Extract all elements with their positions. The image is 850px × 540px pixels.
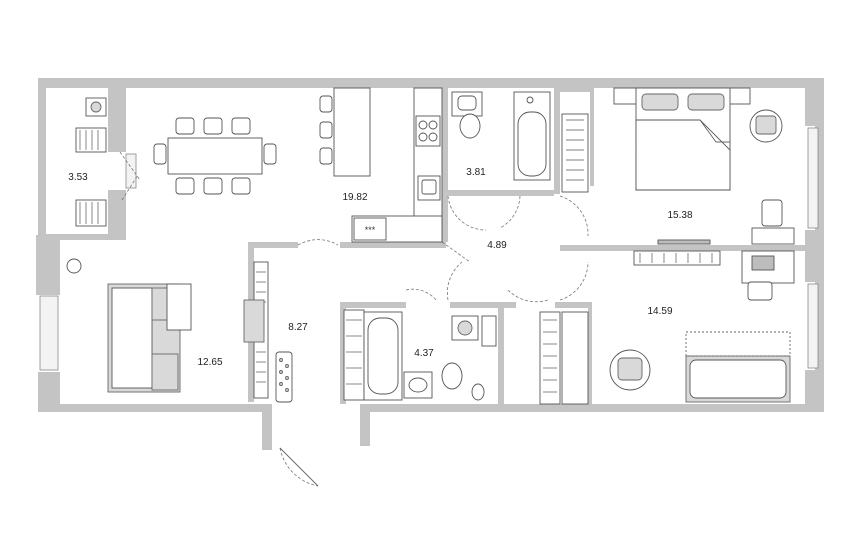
room-labels: 3.53 19.82 3.81 15.38 4.89 8.27 12.65 4.… [68, 167, 693, 368]
stove-label: *** [365, 225, 376, 235]
lower-bathroom-fixtures [343, 309, 497, 401]
room-area-living-room: 12.65 [197, 357, 222, 368]
closet-upper [561, 113, 589, 193]
bedroom-2-furniture [609, 250, 795, 403]
room-area-bathroom-lower: 4.37 [414, 348, 434, 359]
room-area-hallway: 4.89 [487, 240, 507, 251]
bedroom-1-furniture [613, 87, 795, 245]
room-area-corridor: 8.27 [288, 322, 308, 333]
kitchen-counter [351, 87, 443, 243]
upper-bathroom-fixtures [451, 91, 551, 181]
room-area-balcony: 3.53 [68, 172, 88, 183]
room-area-bathroom-upper: 3.81 [466, 167, 486, 178]
room-area-bedroom-2: 14.59 [647, 306, 672, 317]
closet-lower [539, 311, 589, 405]
room-area-kitchen: 19.82 [342, 192, 367, 203]
exterior-walls [36, 78, 824, 450]
windows [39, 127, 819, 371]
doors [119, 151, 589, 487]
room-area-bedroom-1: 15.38 [667, 210, 692, 221]
kitchen-island [319, 87, 371, 177]
living-furniture [66, 258, 192, 393]
corridor-furniture [243, 261, 293, 403]
dining-table [153, 117, 277, 195]
balcony-furniture [75, 97, 107, 227]
